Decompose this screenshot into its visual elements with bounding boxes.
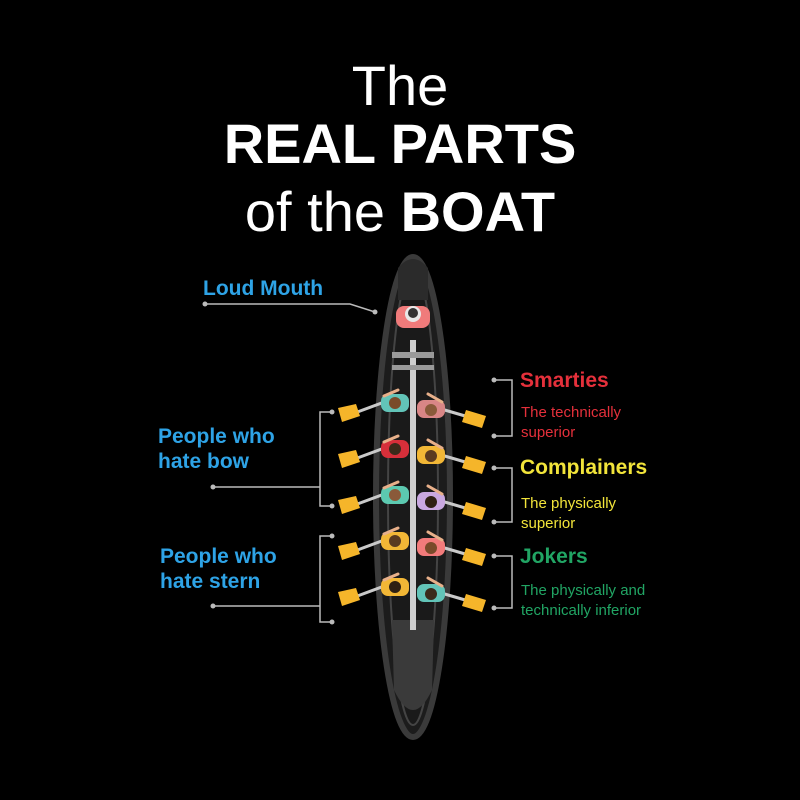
jokers-bracket xyxy=(494,555,513,609)
smarties-sub-line-2: superior xyxy=(521,423,576,441)
oar-blade-right xyxy=(462,594,486,612)
oar-blade-right xyxy=(462,456,486,474)
oar-blade-left xyxy=(338,588,360,606)
rower-left-arm xyxy=(382,572,400,582)
rower-right-head xyxy=(425,588,437,600)
rower-right-arm xyxy=(426,530,444,542)
rower-left-head xyxy=(389,581,401,593)
rower-left-head xyxy=(389,443,401,455)
oar-blade-left xyxy=(338,404,360,422)
rower-right-head xyxy=(425,450,437,462)
rower-right-arm xyxy=(426,576,444,588)
rower-right-head xyxy=(425,542,437,554)
rower-right-head xyxy=(425,496,437,508)
title-line-3-prefix: of the xyxy=(244,180,386,243)
coxswain-figure xyxy=(396,306,430,328)
rower-right-arm xyxy=(426,438,444,450)
people-hate-stern-line-2: hate stern xyxy=(160,570,261,594)
people-hate-stern-line-1: People who xyxy=(160,545,277,568)
rower-right-arm xyxy=(426,484,444,496)
bow-bracket xyxy=(319,411,332,507)
smarties-sub: The technically superior xyxy=(521,403,621,442)
complainers-label: Complainers xyxy=(520,456,648,479)
title-line-3-bold: BOAT xyxy=(400,180,556,243)
title-line-1: The xyxy=(351,54,449,117)
boat-rigger xyxy=(392,352,434,358)
oar-blade-left xyxy=(338,496,360,514)
connector-dots xyxy=(202,301,497,625)
rower-left-head xyxy=(389,489,401,501)
rower-left-arm xyxy=(382,388,400,398)
jokers-sub-line-1: The physically and xyxy=(521,582,646,599)
smarties-label: Smarties xyxy=(520,369,609,392)
complainers-sub-line-1: The physically xyxy=(521,495,617,512)
oar-blade-left xyxy=(338,542,360,560)
jokers-label: Jokers xyxy=(520,545,588,568)
smarties-bracket xyxy=(494,379,513,437)
rower-right-arm xyxy=(426,392,444,404)
smarties-sub-line-1: The technically xyxy=(521,404,622,421)
people-hate-bow-line-2: hate bow xyxy=(158,450,250,474)
oar-blade-left xyxy=(338,450,360,468)
rower-left-arm xyxy=(382,526,400,536)
complainers-sub: The physically superior xyxy=(521,494,616,533)
stern-bracket xyxy=(319,535,332,623)
people-hate-bow-line-1: People who xyxy=(158,425,275,448)
jokers-sub-line-2: technically inferior xyxy=(521,601,642,619)
oar-blade-right xyxy=(462,548,486,566)
connector-lines xyxy=(205,303,513,623)
rowers-group xyxy=(338,388,486,612)
rower-left-arm xyxy=(382,434,400,444)
people-hate-stern-label: People who hate stern xyxy=(160,544,277,594)
oar-blade-right xyxy=(462,410,486,428)
boat-bow-deck xyxy=(398,259,428,300)
oar-blade-right xyxy=(462,502,486,520)
boat-rigger-2 xyxy=(392,365,434,370)
complainers-sub-line-2: superior xyxy=(521,514,576,532)
boat-rail xyxy=(410,340,416,630)
rower-right-head xyxy=(425,404,437,416)
boat-stern-deck xyxy=(392,620,434,710)
rower-left-head xyxy=(389,397,401,409)
rower-left-head xyxy=(389,535,401,547)
title-line-3: of the BOAT xyxy=(0,184,800,240)
people-hate-bow-label: People who hate bow xyxy=(158,424,275,474)
loud-mouth-connector xyxy=(205,303,376,313)
title-line-2: REAL PARTS xyxy=(223,112,577,175)
rower-left-arm xyxy=(382,480,400,490)
loud-mouth-label: Loud Mouth xyxy=(203,277,324,300)
complainers-bracket xyxy=(494,467,513,523)
jokers-sub: The physically and technically inferior xyxy=(521,581,645,620)
